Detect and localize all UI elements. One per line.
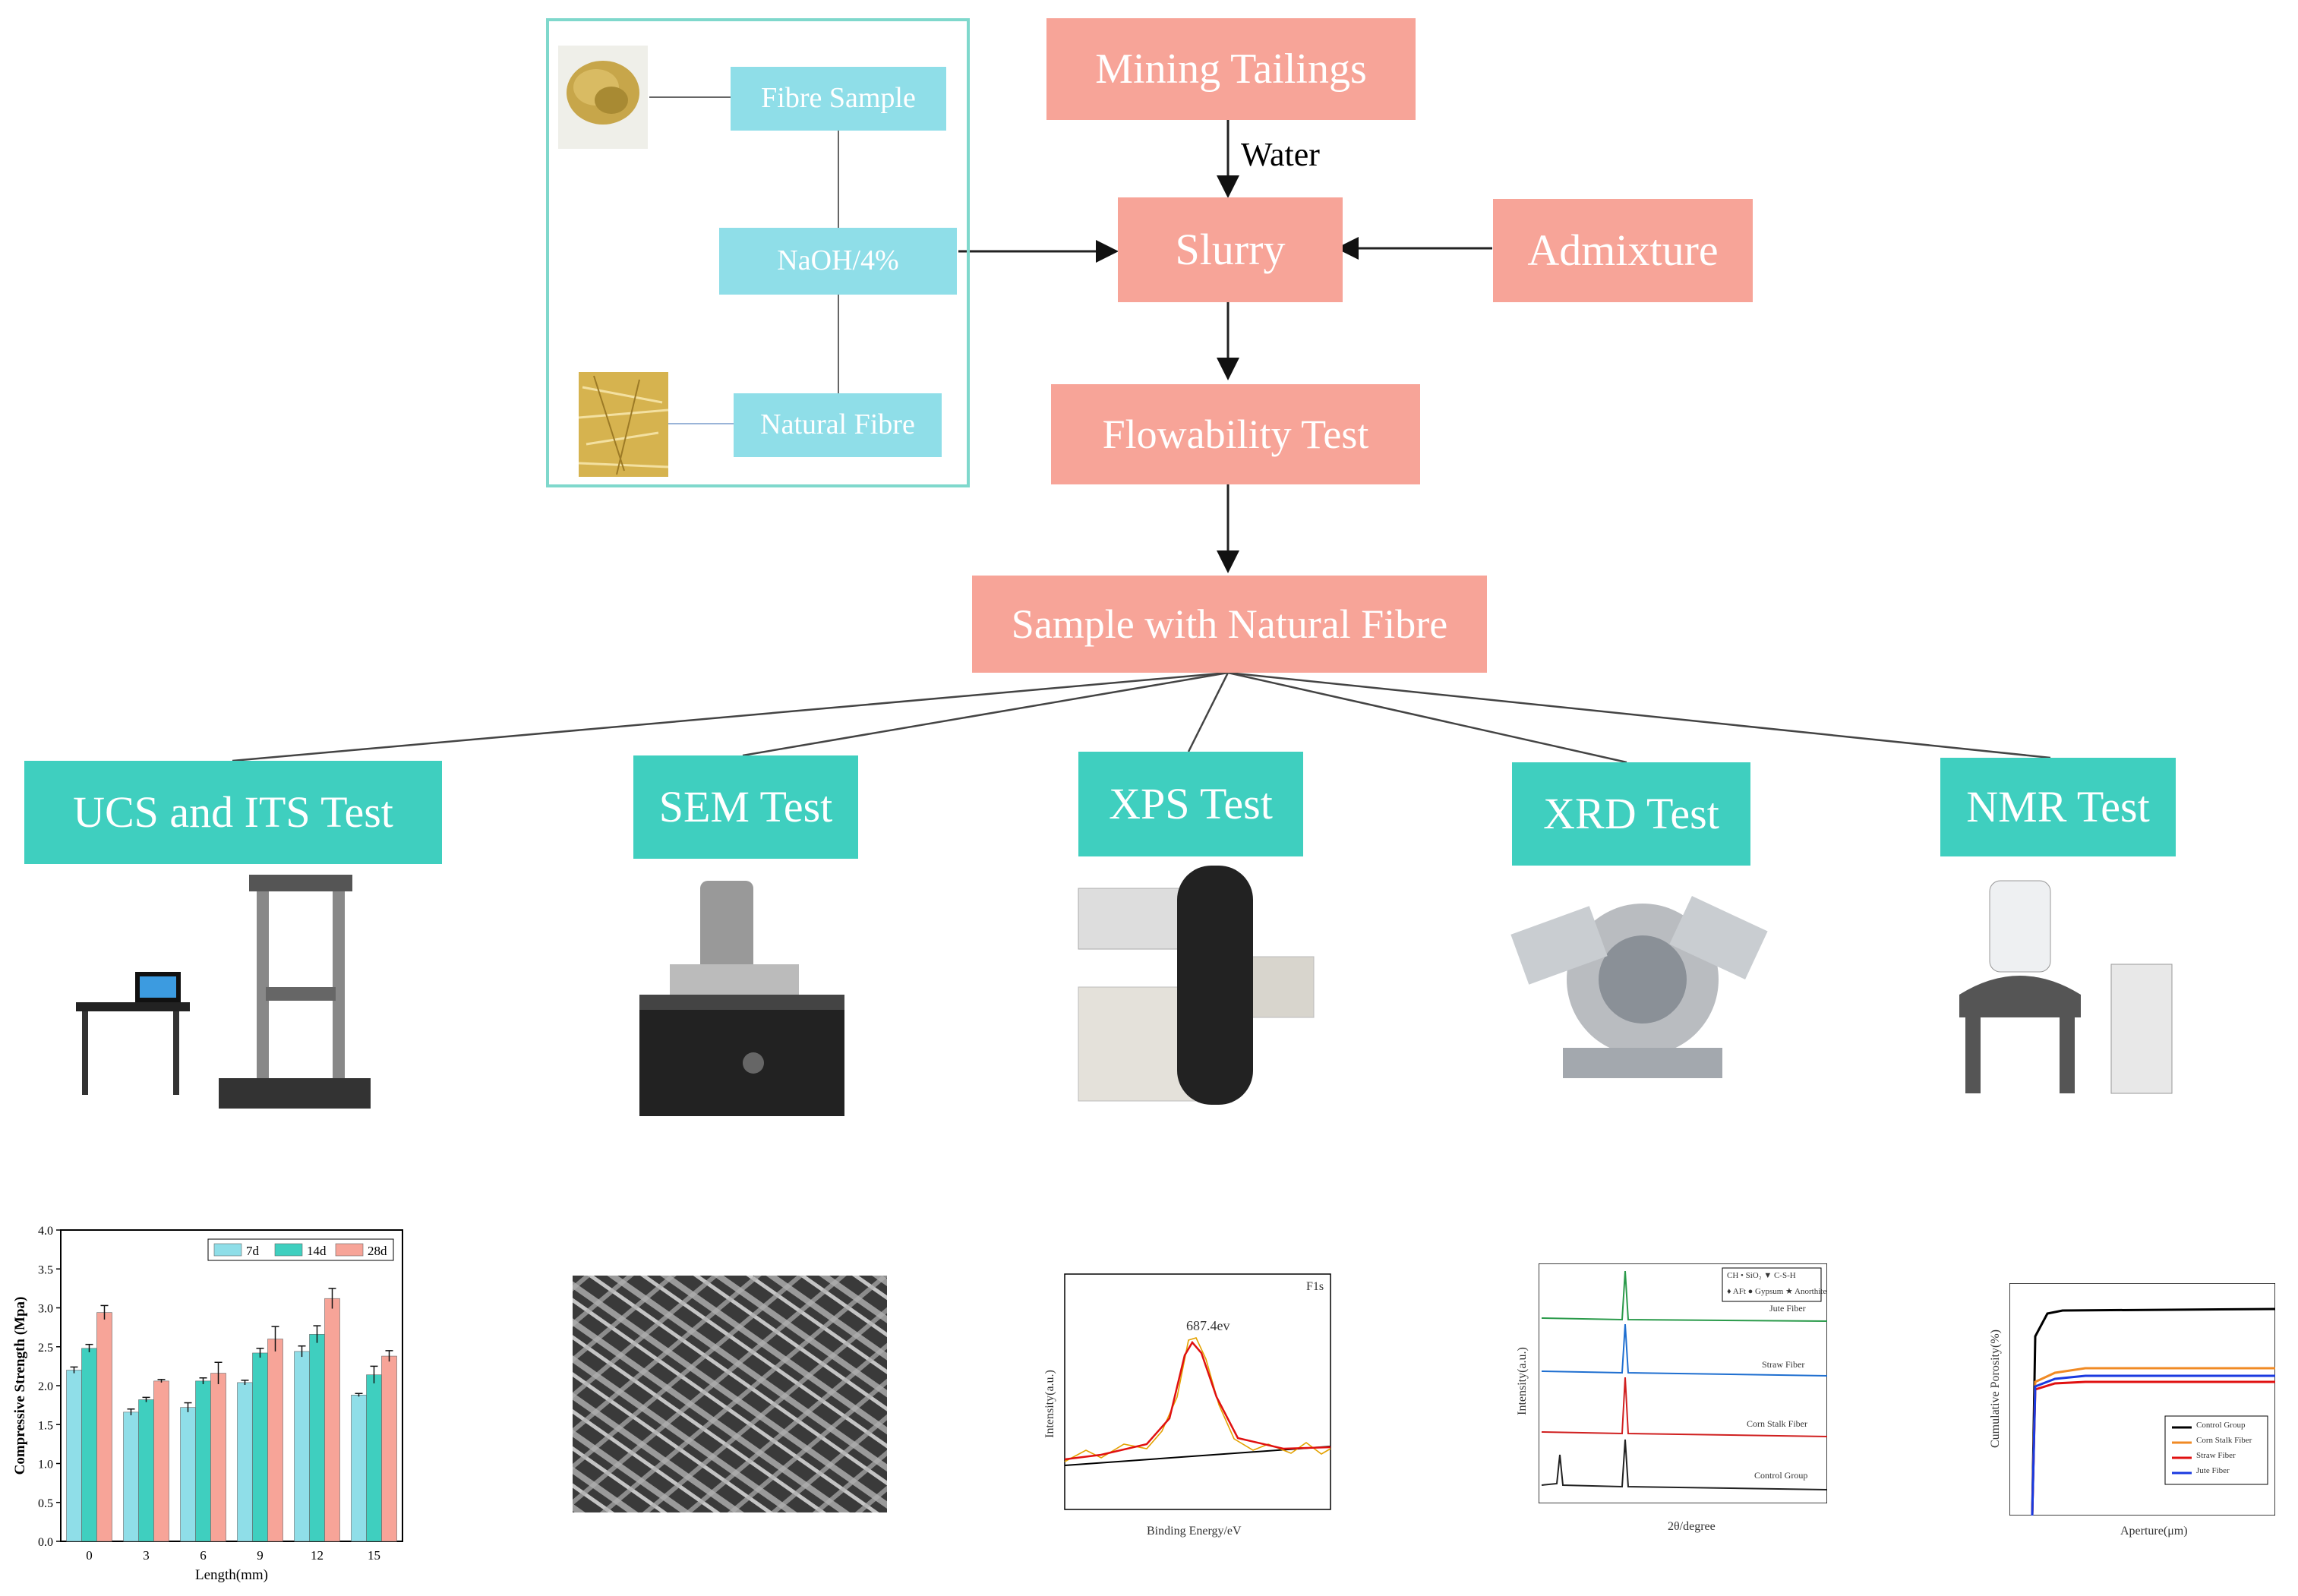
ucs-bar (381, 1355, 397, 1542)
ucs-bar (210, 1373, 226, 1542)
ucs-bar (138, 1399, 154, 1542)
test-sem-box: SEM Test (633, 755, 858, 859)
test-nmr-box: NMR Test (1940, 758, 2176, 856)
xps-instrument-image (1078, 866, 1315, 1105)
branch-sem (742, 671, 1229, 757)
ucs-legend-swatch (335, 1243, 364, 1257)
xrd-legend-row2: ♦ AFt ● Gypsum ★ Anorthite (1727, 1287, 1827, 1296)
xrd-series-control: Control Group (1754, 1470, 1808, 1481)
ucs-plot-area (60, 1229, 403, 1542)
testing-machine-image (76, 875, 371, 1109)
branch-ucs (232, 671, 1229, 762)
ucs-legend-label: 7d (246, 1244, 260, 1258)
nmr-ylabel: Cumulative Porosity(%) (1988, 1329, 2002, 1448)
ucs-bar (123, 1411, 139, 1542)
ucs-legend-label: 28d (368, 1244, 387, 1258)
mining-tailings-box: Mining Tailings (1046, 18, 1416, 120)
xrd-legend-row1: CH • SiO₂ ▼ C-S-H (1727, 1271, 1796, 1280)
test-ucs-its-box: UCS and ITS Test (24, 761, 442, 864)
xps-peak-label: 687.4ev (1186, 1318, 1230, 1333)
natural-fibre-photo (578, 372, 669, 477)
sample-natural-fibre-box: Sample with Natural Fibre (972, 576, 1487, 673)
ucs-x-tick-label: 0 (86, 1548, 93, 1563)
naoh-treatment-box: NaOH/4% (719, 228, 957, 295)
xrd-pattern-chart (1539, 1263, 1827, 1503)
ucs-legend-swatch (274, 1243, 303, 1257)
water-label: Water (1241, 136, 1320, 173)
ucs-y-tick-label: 3.5 (38, 1263, 53, 1276)
ucs-bar (309, 1334, 325, 1542)
ucs-x-tick-label: 15 (368, 1548, 380, 1563)
xps-spectrum-chart (1064, 1273, 1331, 1510)
ucs-x-tick-label: 6 (200, 1548, 207, 1563)
ucs-bar (81, 1348, 97, 1542)
ucs-x-tick-label: 3 (143, 1548, 150, 1563)
ucs-bar (96, 1312, 112, 1542)
branch-xrd (1227, 671, 1627, 764)
nmr-instrument-image (1959, 880, 2173, 1094)
ucs-y-tick-label: 3.0 (38, 1303, 53, 1316)
nmr-series-straw: Straw Fiber (2196, 1451, 2236, 1460)
ucs-y-tick-label: 0.5 (38, 1497, 53, 1510)
fibre-sample-photo (558, 46, 648, 149)
fibre-sample-box: Fibre Sample (731, 67, 946, 131)
flowability-test-box: Flowability Test (1051, 384, 1420, 484)
ucs-x-tick-label: 9 (257, 1548, 264, 1563)
ucs-bar (267, 1339, 283, 1542)
test-xrd-box: XRD Test (1512, 762, 1750, 866)
ucs-y-axis-label: Compressive Strength (Mpa) (12, 1297, 28, 1475)
fibre-treatment-panel (546, 18, 970, 487)
xps-ylabel: Intensity(a.u.) (1043, 1370, 1056, 1438)
admixture-box: Admixture (1493, 199, 1753, 302)
ucs-bar (294, 1351, 310, 1542)
nmr-porosity-chart (2009, 1283, 2275, 1516)
ucs-bar (237, 1382, 253, 1542)
ucs-y-tick-label: 2.0 (38, 1380, 53, 1393)
ucs-y-tick-label: 4.0 (38, 1225, 53, 1238)
nmr-xlabel: Aperture(μm) (2120, 1525, 2188, 1538)
ucs-bar (180, 1407, 196, 1542)
xrd-series-straw: Straw Fiber (1762, 1359, 1805, 1370)
ucs-bar (195, 1380, 211, 1542)
ucs-x-tick-label: 12 (311, 1548, 324, 1563)
xrd-xlabel: 2θ/degree (1668, 1520, 1716, 1533)
xrd-instrument-image (1510, 896, 1768, 1078)
ucs-bar (66, 1370, 82, 1542)
ucs-bar-chart: 0.0 0.5 1.0 1.5 2.0 2.5 3.0 3.5 4.0 0 3 6 9 12 15 7d 14d… (12, 1225, 403, 1583)
sem-instrument-image (639, 881, 844, 1116)
ucs-bar (351, 1395, 367, 1542)
ucs-bar (153, 1380, 169, 1542)
nmr-series-jute: Jute Fiber (2196, 1466, 2230, 1475)
test-xps-box: XPS Test (1078, 752, 1303, 856)
ucs-x-axis-label: Length(mm) (195, 1567, 268, 1583)
nmr-series-control: Control Group (2196, 1421, 2246, 1430)
ucs-legend-swatch (213, 1243, 242, 1257)
sem-micrograph (573, 1276, 887, 1512)
xrd-series-corn: Corn Stalk Fiber (1747, 1418, 1807, 1429)
xps-title: F1s (1306, 1280, 1324, 1293)
ucs-legend-label: 14d (307, 1244, 327, 1258)
xrd-series-jute: Jute Fiber (1769, 1303, 1806, 1314)
branch-xps (1187, 672, 1229, 752)
xps-xlabel: Binding Energy/eV (1147, 1525, 1242, 1538)
ucs-y-tick-label: 1.5 (38, 1419, 53, 1432)
ucs-bar (366, 1374, 382, 1542)
nmr-series-corn: Corn Stalk Fiber (2196, 1436, 2252, 1445)
ucs-y-tick-label: 1.0 (38, 1459, 53, 1471)
slurry-box: Slurry (1118, 197, 1343, 302)
ucs-bar (252, 1352, 268, 1542)
natural-fibre-box: Natural Fibre (734, 393, 942, 457)
branch-nmr (1227, 671, 2051, 759)
ucs-y-tick-label: 2.5 (38, 1342, 53, 1355)
ucs-bar (324, 1298, 340, 1542)
ucs-y-tick-label: 0.0 (38, 1536, 53, 1549)
xrd-ylabel: Intensity(a.u.) (1515, 1347, 1529, 1415)
